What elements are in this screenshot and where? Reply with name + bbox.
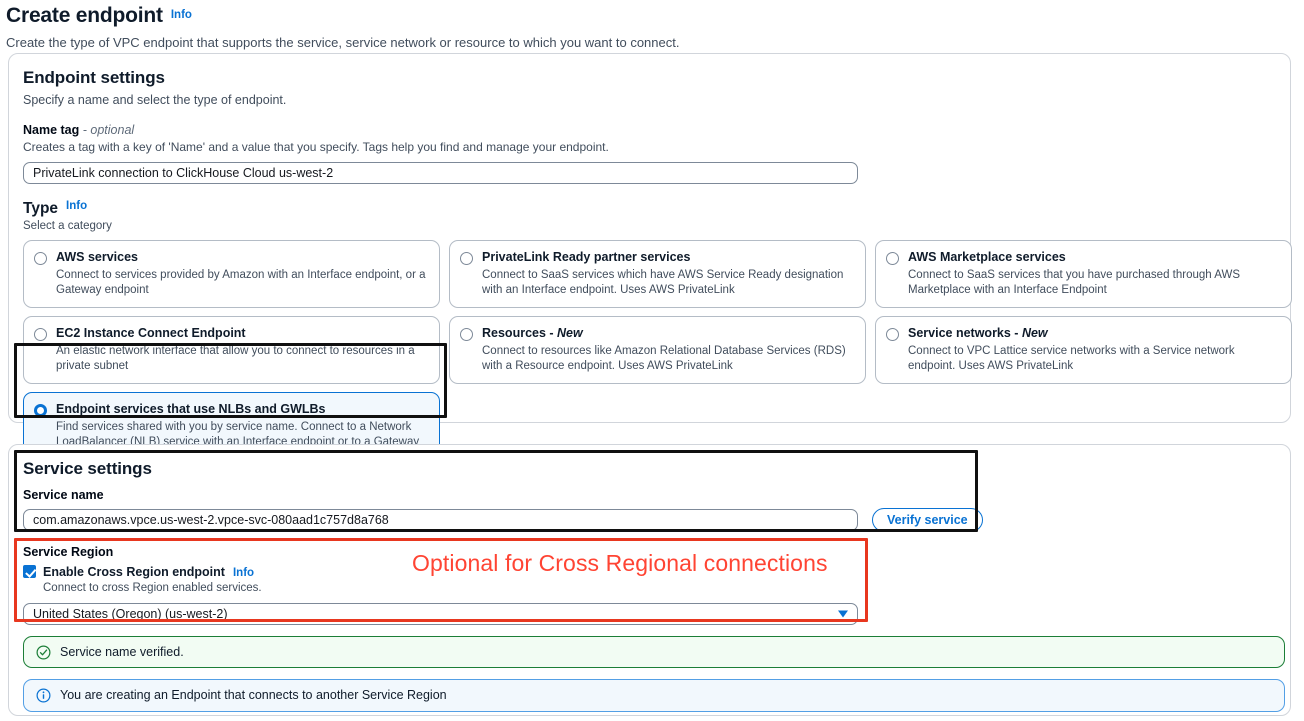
- type-radio-description: Connect to services provided by Amazon w…: [56, 268, 426, 296]
- cross-region-info-link[interactable]: Info: [232, 567, 255, 579]
- annotation-text-cross-region: Optional for Cross Regional connections: [412, 550, 828, 576]
- name-tag-optional-text: - optional: [82, 123, 135, 137]
- alert-info: You are creating an Endpoint that connec…: [23, 679, 1285, 712]
- verify-service-button[interactable]: Verify service: [872, 508, 983, 532]
- type-subtitle: Select a category: [23, 220, 112, 232]
- alerts-container: Service name verified. You are creating a…: [23, 636, 1285, 712]
- alert-success: Service name verified.: [23, 636, 1285, 669]
- radio-button-icon[interactable]: [886, 252, 899, 265]
- radio-button-icon[interactable]: [34, 404, 47, 418]
- type-radio-title: AWS services: [56, 250, 138, 264]
- type-radio-texts: EC2 Instance Connect Endpoint An elastic …: [56, 326, 429, 374]
- cross-region-checkbox-row[interactable]: Enable Cross Region endpoint Info Connect…: [23, 563, 1276, 594]
- radio-button-icon[interactable]: [886, 328, 899, 342]
- page-info-link[interactable]: Info: [170, 9, 192, 21]
- service-name-input[interactable]: [23, 509, 858, 531]
- type-radio-description: Connect to SaaS services which have AWS …: [482, 268, 844, 296]
- cross-region-texts: Enable Cross Region endpoint Info Connect…: [43, 563, 262, 594]
- service-settings-panel: Service settings Service name Verify ser…: [8, 444, 1291, 716]
- type-radio-new-badge: New: [1021, 326, 1048, 341]
- type-heading: Type: [23, 200, 59, 217]
- name-tag-label-text: Name tag: [23, 123, 80, 137]
- check-circle-icon: [36, 645, 51, 660]
- type-radio-description: Connect to SaaS services that you have p…: [908, 268, 1240, 296]
- cross-region-title-row: Enable Cross Region endpoint Info: [43, 563, 262, 581]
- type-radio-card-ec2-instance-connect-endpoint[interactable]: EC2 Instance Connect Endpoint An elastic …: [23, 316, 440, 385]
- type-radio-title: EC2 Instance Connect Endpoint: [56, 326, 246, 341]
- alert-text: You are creating an Endpoint that connec…: [60, 688, 447, 703]
- service-settings-title: Service settings: [23, 459, 152, 478]
- endpoint-settings-body: Endpoint settings Specify a name and sel…: [9, 54, 1292, 476]
- endpoint-settings-description: Specify a name and select the type of en…: [23, 93, 287, 107]
- page-header: Create endpoint Info Create the type of V…: [0, 0, 1304, 52]
- cross-region-checkbox-label: Enable Cross Region endpoint: [43, 565, 225, 579]
- name-tag-input[interactable]: [23, 162, 858, 184]
- endpoint-settings-panel: Endpoint settings Specify a name and sel…: [8, 53, 1292, 476]
- name-tag-label: Name tag - optional: [23, 123, 1276, 137]
- service-region-label: Service Region: [23, 545, 114, 559]
- type-radio-title: AWS Marketplace services: [908, 250, 1066, 264]
- type-radio-description: Connect to VPC Lattice service networks …: [908, 344, 1235, 373]
- chevron-down-icon[interactable]: [838, 610, 848, 618]
- cross-region-checkbox[interactable]: [23, 565, 36, 578]
- service-region-selected-value: United States (Oregon) (us-west-2): [33, 607, 228, 621]
- type-radio-description: Connect to resources like Amazon Relatio…: [482, 344, 846, 373]
- page-title: Create endpoint: [6, 4, 163, 27]
- type-radio-title: Service networks - New: [908, 326, 1048, 341]
- type-radio-title: Resources - New: [482, 326, 583, 341]
- name-tag-hint: Creates a tag with a key of 'Name' and a…: [23, 140, 609, 154]
- type-radio-new-badge: New: [557, 326, 583, 341]
- type-radio-title: Endpoint services that use NLBs and GWLB…: [56, 402, 326, 417]
- type-radio-title: PrivateLink Ready partner services: [482, 250, 691, 264]
- info-circle-icon: [36, 688, 51, 703]
- type-heading-row: Type Info: [23, 200, 1276, 218]
- cross-region-hint: Connect to cross Region enabled services…: [43, 582, 262, 594]
- service-region-select[interactable]: United States (Oregon) (us-west-2): [23, 603, 858, 625]
- type-info-link[interactable]: Info: [66, 200, 88, 212]
- alert-text: Service name verified.: [60, 645, 184, 659]
- radio-button-icon[interactable]: [460, 328, 473, 342]
- service-name-label: Service name: [23, 488, 104, 502]
- service-settings-body: Service settings Service name Verify ser…: [9, 445, 1290, 715]
- type-radio-description: An elastic network interface that allow …: [56, 344, 415, 373]
- service-name-row: Verify service: [23, 508, 1276, 532]
- endpoint-settings-title: Endpoint settings: [23, 68, 165, 87]
- radio-button-icon[interactable]: [34, 252, 47, 265]
- radio-button-icon[interactable]: [34, 328, 47, 342]
- radio-button-icon[interactable]: [460, 252, 473, 265]
- page-description: Create the type of VPC endpoint that sup…: [6, 35, 680, 50]
